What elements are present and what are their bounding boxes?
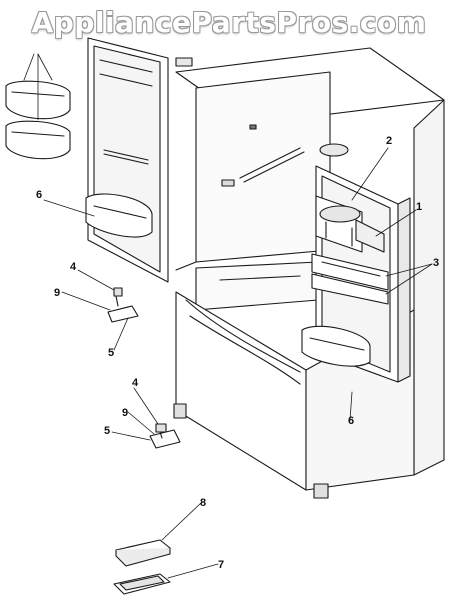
egg-tray-cover (115, 539, 171, 567)
callout-5-lower: 5 (104, 425, 110, 437)
callout-3: 3 (433, 257, 439, 269)
egg-tray (113, 573, 171, 595)
callout-5-upper: 5 (108, 347, 114, 359)
ice-dispenser-bucket (315, 195, 363, 253)
watermark: AppliancePartsPros.com (31, 6, 427, 39)
callout-1: 1 (416, 201, 422, 213)
callout-labels: 2 1 3 6 4 9 5 4 9 5 6 8 7 (36, 135, 439, 571)
callout-2: 2 (386, 135, 392, 147)
callout-9-upper: 9 (54, 287, 60, 299)
door-bin-lower (5, 120, 71, 160)
callout-6-left: 6 (36, 189, 42, 201)
callout-4-upper: 4 (70, 261, 77, 273)
upper-hinge-assembly (107, 287, 139, 323)
leader-lines (23, 53, 433, 579)
dispenser-shelves (311, 253, 389, 305)
left-door (85, 37, 169, 283)
callout-7: 7 (218, 559, 224, 571)
callout-9-lower: 9 (122, 407, 128, 419)
callout-8: 8 (200, 497, 206, 509)
dispenser-gasket (355, 219, 385, 253)
callout-6-right: 6 (348, 415, 354, 427)
callout-4-lower: 4 (132, 377, 139, 389)
lower-hinge-assembly (149, 423, 181, 449)
